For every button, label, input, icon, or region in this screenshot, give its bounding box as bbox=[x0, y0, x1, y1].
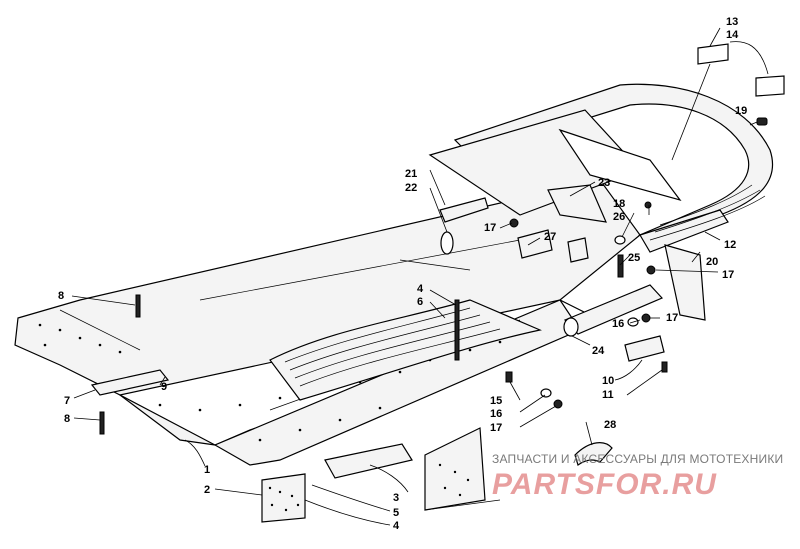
callout-6: 6 bbox=[417, 296, 423, 308]
rear-axle bbox=[563, 254, 665, 362]
callout-24: 24 bbox=[592, 345, 605, 357]
callout-14: 14 bbox=[726, 29, 739, 41]
callout-17-upper: 17 bbox=[484, 222, 496, 234]
callout-26: 26 bbox=[613, 211, 625, 223]
callout-13: 13 bbox=[726, 16, 738, 28]
callout-15: 15 bbox=[490, 395, 502, 407]
callout-1: 1 bbox=[204, 464, 210, 476]
watermark-caption: ЗАПЧАСТИ И АКСЕССУАРЫ ДЛЯ МОТОТЕХНИКИ bbox=[492, 452, 784, 466]
decals bbox=[671, 41, 785, 161]
mounting-plates bbox=[439, 184, 607, 263]
tunnel-hump bbox=[269, 299, 542, 401]
callout-2: 2 bbox=[204, 484, 210, 496]
callout-25: 25 bbox=[628, 252, 640, 264]
callout-labels: 13 14 19 21 22 23 18 26 17 27 12 20 17 2… bbox=[58, 16, 747, 532]
callout-17-right: 17 bbox=[722, 269, 734, 281]
callout-27: 27 bbox=[544, 231, 556, 243]
callout-7: 7 bbox=[64, 395, 70, 407]
callout-4-lower: 4 bbox=[393, 520, 400, 532]
tunnel-pan bbox=[14, 179, 641, 466]
callout-19: 19 bbox=[735, 105, 747, 117]
callout-3: 3 bbox=[393, 492, 399, 504]
leader-lines bbox=[71, 27, 758, 526]
callout-20: 20 bbox=[706, 256, 718, 268]
callout-22: 22 bbox=[405, 182, 417, 194]
watermark-brand-logo: PARTSFOR.RU bbox=[492, 468, 717, 501]
callout-8-upper: 8 bbox=[58, 290, 64, 302]
callout-16-lower: 16 bbox=[490, 408, 502, 420]
callout-23: 23 bbox=[598, 177, 610, 189]
callout-10: 10 bbox=[602, 375, 614, 387]
hardware bbox=[454, 117, 768, 466]
callout-28: 28 bbox=[604, 419, 616, 431]
lower-plates bbox=[261, 427, 501, 523]
callout-16-upper: 16 bbox=[612, 318, 624, 330]
callout-21: 21 bbox=[405, 168, 417, 180]
callout-12: 12 bbox=[724, 239, 736, 251]
callout-5: 5 bbox=[393, 507, 399, 519]
callout-17-mid: 17 bbox=[666, 312, 678, 324]
callout-11: 11 bbox=[602, 389, 614, 401]
callout-9: 9 bbox=[161, 381, 167, 393]
callout-8-lower: 8 bbox=[64, 413, 70, 425]
callout-17-lower: 17 bbox=[490, 422, 502, 434]
front-strip bbox=[90, 294, 170, 435]
callout-4-upper: 4 bbox=[417, 283, 424, 295]
callout-18: 18 bbox=[613, 198, 625, 210]
